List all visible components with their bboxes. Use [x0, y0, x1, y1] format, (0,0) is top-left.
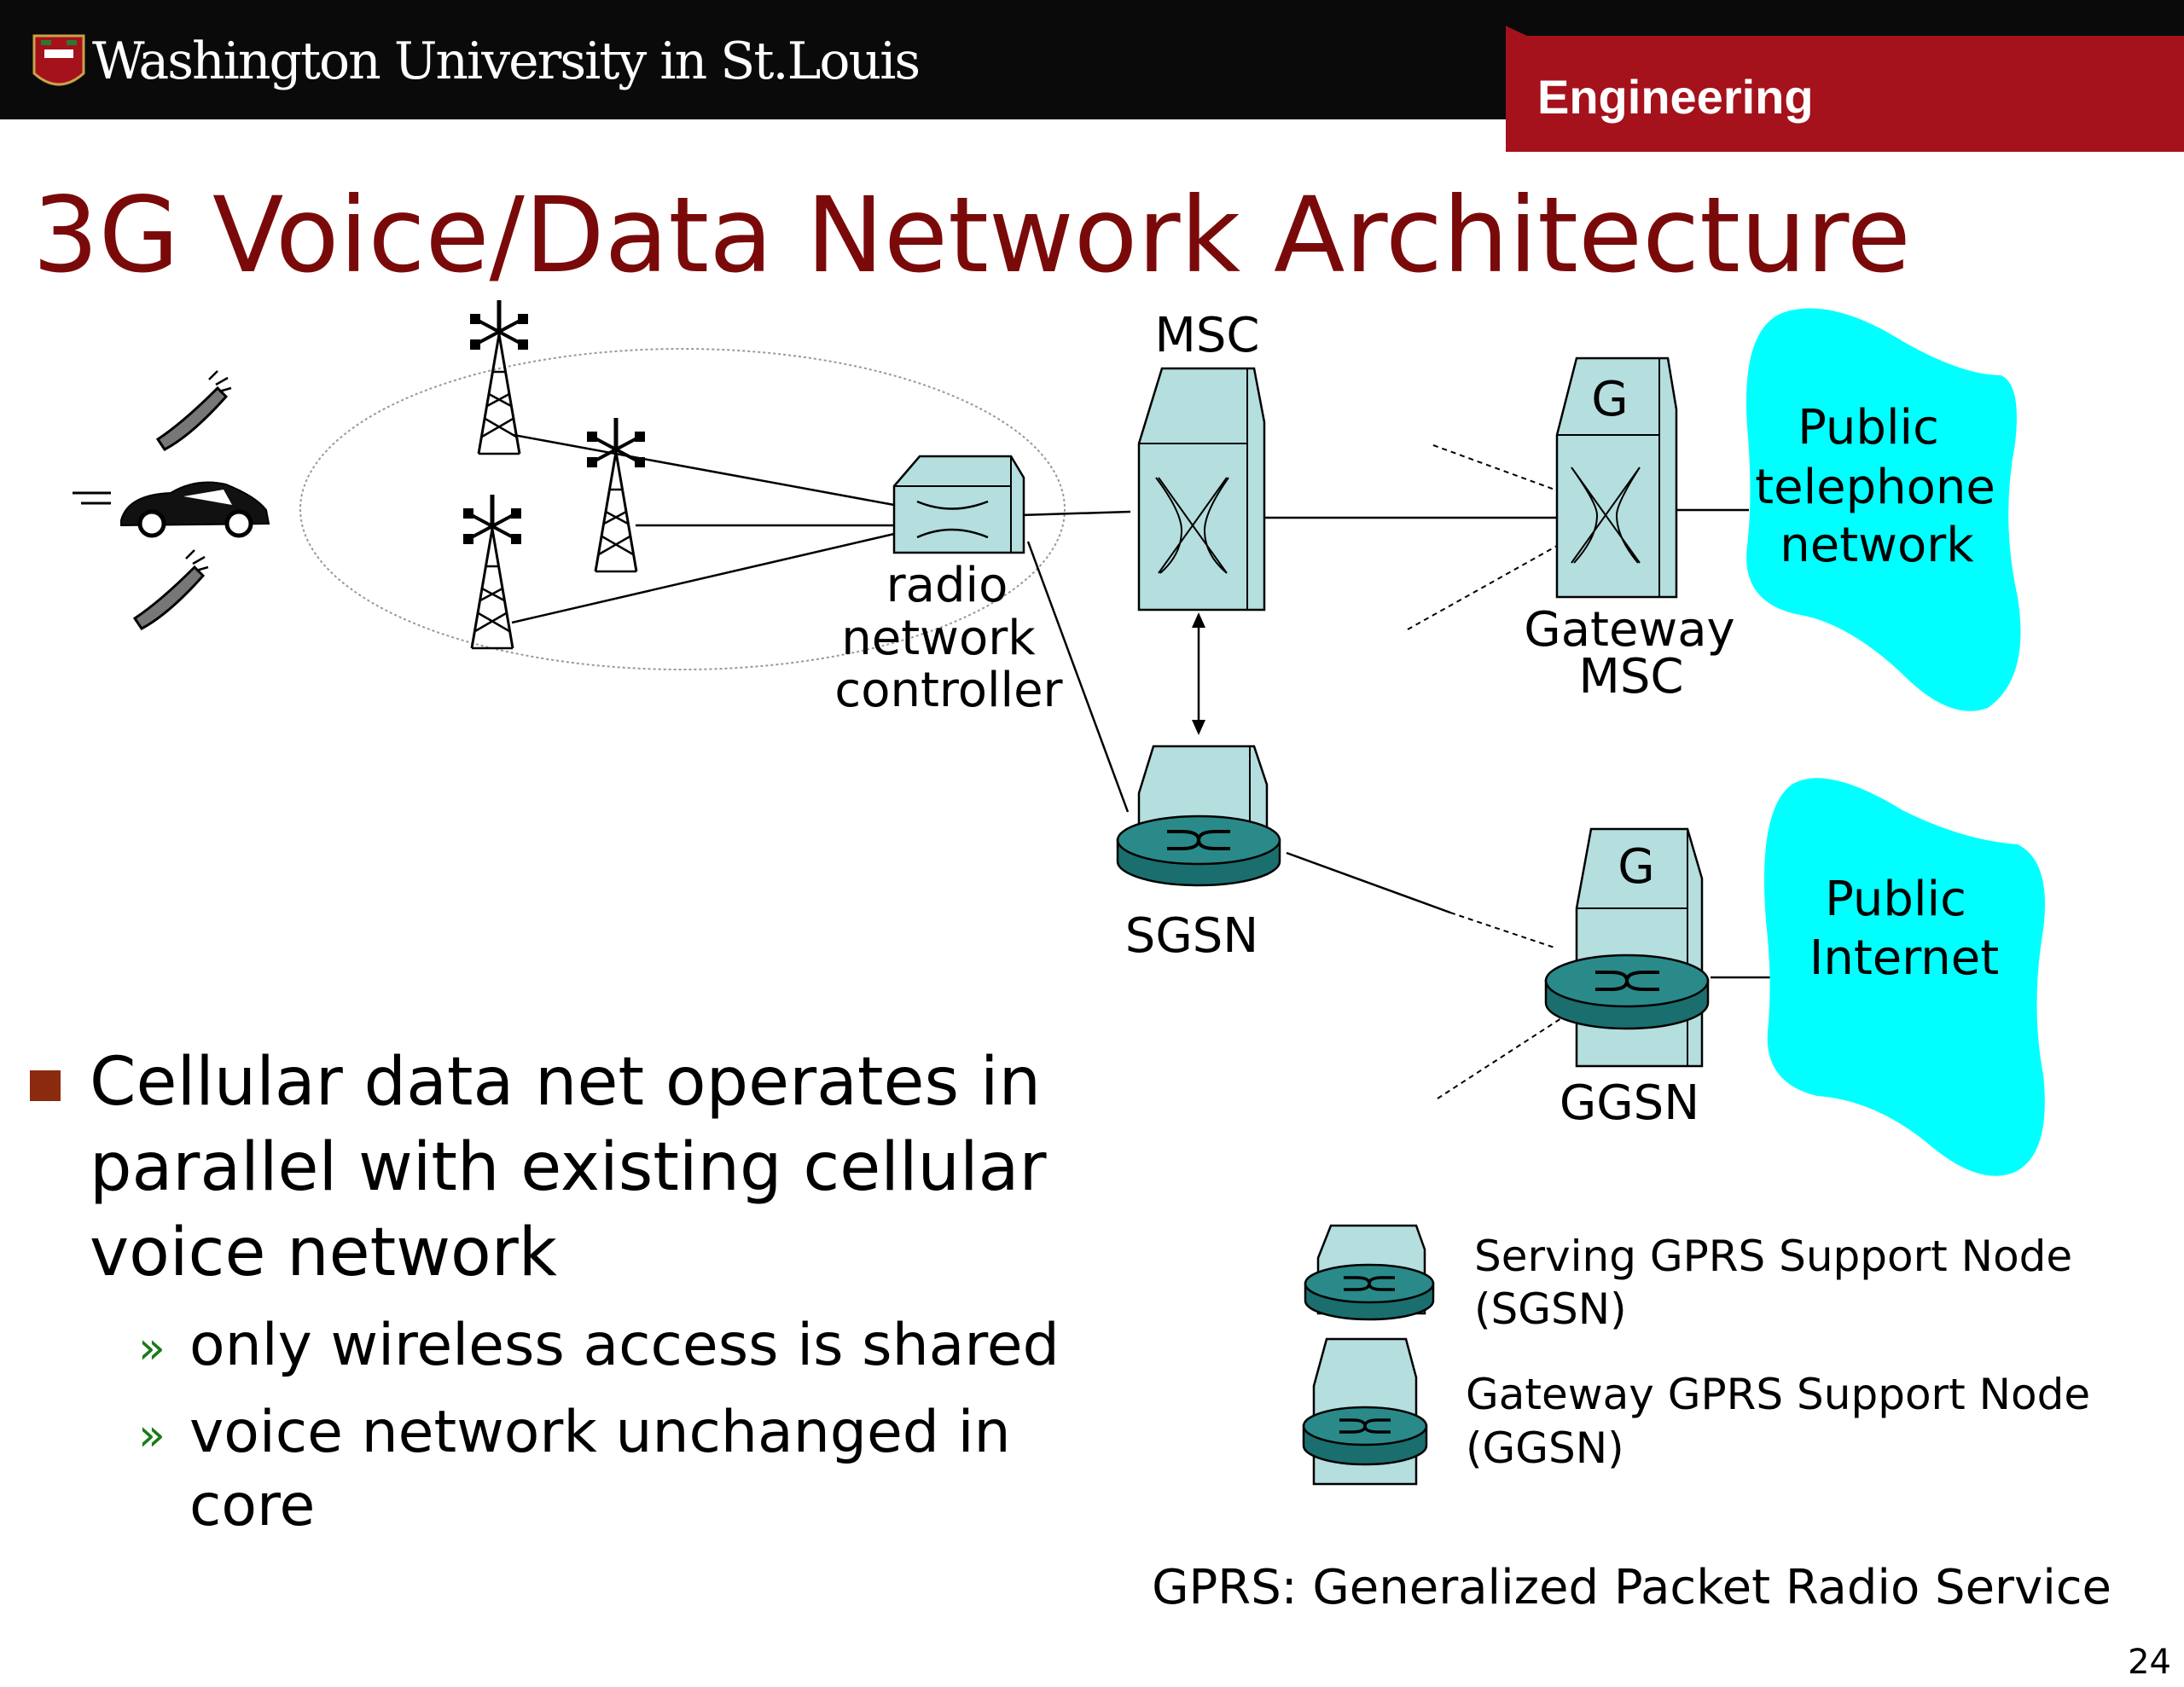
pstn-label: Public: [1798, 400, 1939, 455]
ggsn-router: [1544, 827, 1710, 1068]
rnc-label: network: [841, 611, 1036, 666]
sub-bullet-line: voice network unchanged in: [189, 1399, 1011, 1466]
gateway-msc-g-label: G: [1591, 372, 1628, 427]
legend-ggsn-label: Gateway GPRS Support Node: [1466, 1370, 2090, 1419]
base-station-tower-icon: [463, 495, 521, 648]
legend-ggsn-label: (GGSN): [1466, 1423, 1624, 1473]
sgsn-router: [1116, 745, 1281, 887]
sgsn-label: SGSN: [1125, 908, 1258, 964]
rnc-label: radio: [886, 558, 1008, 613]
school-name: Engineering: [1537, 70, 1814, 124]
public-internet-cloud: [1764, 778, 2045, 1176]
gateway-msc-switch: [1555, 357, 1678, 599]
msc-label: MSC: [1155, 308, 1260, 363]
pstn-label: telephone: [1755, 460, 1995, 515]
base-station-tower-icon: [587, 418, 645, 571]
ggsn-label: GGSN: [1560, 1075, 1699, 1131]
radio-network-controller-switch: [892, 455, 1025, 554]
mobile-phone-icon: [133, 548, 210, 630]
gateway-msc-label: MSC: [1579, 649, 1684, 704]
ggsn-g-label: G: [1618, 839, 1654, 895]
sub-bullet-marker: »: [138, 1323, 166, 1374]
car-icon: [73, 481, 270, 538]
legend-sgsn-label: (SGSN): [1474, 1284, 1627, 1334]
university-seal-icon: [32, 34, 85, 86]
legend-sgsn-label: Serving GPRS Support Node: [1474, 1232, 2072, 1281]
base-station-tower-icon: [470, 300, 528, 454]
sgsn-legend-icon: [1304, 1224, 1435, 1321]
university-name: Washington University in St.Louis: [92, 32, 919, 91]
footnote: GPRS: Generalized Packet Radio Service: [1152, 1560, 2111, 1615]
bullet-main-line: parallel with existing cellular: [90, 1129, 1047, 1206]
mobile-phone-icon: [156, 369, 233, 451]
msc-switch: [1137, 367, 1266, 612]
sub-bullet-line: only wireless access is shared: [189, 1312, 1060, 1379]
pstn-label: network: [1780, 518, 1974, 573]
rnc-label: controller: [834, 663, 1063, 718]
network-diagram: radio network controller MSC G Gateway M…: [73, 300, 2045, 1176]
public-telephone-network-cloud: [1745, 308, 2021, 711]
cell-area: [299, 348, 1066, 670]
internet-label: Public: [1825, 872, 1966, 927]
internet-label: Internet: [1809, 930, 1999, 986]
bullet-main-line: Cellular data net operates in: [90, 1044, 1041, 1121]
page-title: 3G Voice/Data Network Architecture: [32, 175, 1911, 296]
sub-bullet-line: core: [189, 1472, 315, 1539]
gateway-msc-label: Gateway: [1524, 602, 1734, 658]
bullet-marker: [30, 1070, 61, 1101]
engineering-banner: [1450, 0, 2184, 152]
bullet-main-line: voice network: [90, 1215, 557, 1291]
page-number: 24: [2128, 1643, 2171, 1682]
legend: Serving GPRS Support Node (SGSN) Gateway…: [1302, 1224, 2090, 1486]
ggsn-legend-icon: [1302, 1337, 1428, 1486]
sub-bullet-marker: »: [138, 1410, 166, 1461]
